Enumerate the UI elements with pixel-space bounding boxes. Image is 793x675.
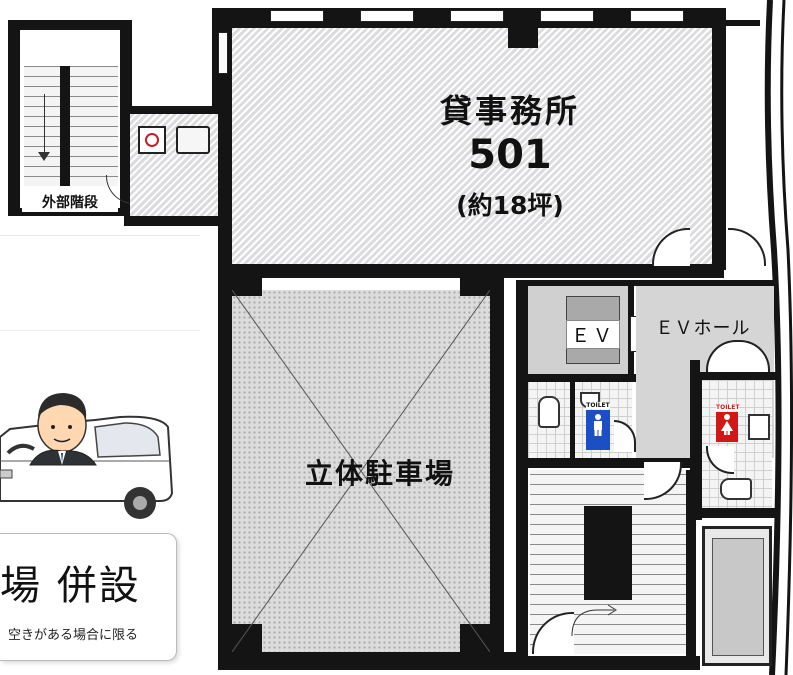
sink <box>176 126 210 154</box>
wall <box>696 380 702 520</box>
wall <box>218 652 518 670</box>
wall <box>490 270 504 670</box>
ev-hall-label: ＥＶホール <box>655 318 751 339</box>
banner-panel <box>0 533 177 661</box>
wall <box>124 106 224 114</box>
wall <box>124 216 234 226</box>
wall <box>516 280 528 670</box>
toilet-sign-text: TOILET <box>586 402 610 409</box>
stairs-label: 外部階段 <box>22 192 118 212</box>
window <box>450 10 504 22</box>
wall <box>712 8 726 270</box>
window <box>540 10 594 22</box>
column <box>460 624 496 660</box>
column <box>226 274 262 296</box>
wall <box>520 280 778 286</box>
wall <box>218 264 724 278</box>
door-swing <box>614 420 636 452</box>
column <box>508 18 538 48</box>
woman-icon <box>721 414 733 435</box>
stair-arrow-head <box>38 152 50 161</box>
parking-banner: 場 併設 空きがある場合に限る <box>0 235 215 665</box>
stair-treads <box>24 66 118 186</box>
toilet-sign-text: TOILET <box>716 404 740 411</box>
parking-cross <box>232 290 490 652</box>
stair-arrow <box>44 94 45 156</box>
window <box>630 10 684 22</box>
window <box>218 32 228 74</box>
wall <box>528 374 636 382</box>
mens-toilet-sign: TOILET <box>586 402 610 450</box>
wall <box>700 372 776 380</box>
parking-label: 立体駐車場 <box>304 457 455 490</box>
wall <box>696 508 776 518</box>
wall <box>8 208 132 216</box>
man-icon <box>594 414 602 436</box>
womens-toilet-sign: TOILET <box>716 404 739 442</box>
elevator-label: ＥＶ <box>566 320 620 349</box>
wall <box>120 20 132 215</box>
sink-icon <box>748 414 770 440</box>
banner-note: 空きがある場合に限る <box>8 628 139 643</box>
stove <box>138 126 166 154</box>
wall <box>218 106 232 272</box>
wall <box>218 270 232 670</box>
wall <box>690 360 700 470</box>
wall <box>686 470 696 670</box>
storage-inner <box>712 538 764 656</box>
wall <box>570 380 575 460</box>
window <box>270 10 324 22</box>
wall <box>8 20 20 215</box>
stair-arrow <box>571 604 617 637</box>
wall <box>520 656 700 670</box>
office-title: 貸事務所 <box>439 92 580 130</box>
stair-core <box>60 66 70 186</box>
stair-core <box>584 506 632 600</box>
banner-title: 場 併設 <box>0 563 141 609</box>
external-stairs-room: 外部階段 <box>8 20 135 216</box>
burner-icon <box>145 133 159 147</box>
column <box>460 274 496 296</box>
wall <box>724 20 760 26</box>
guide-line <box>0 235 200 236</box>
office-501-floor <box>230 26 722 266</box>
car-driver-illustration <box>0 393 174 519</box>
toilet-bowl-icon <box>538 396 560 428</box>
wall <box>8 20 132 30</box>
window <box>360 10 414 22</box>
wall <box>528 458 696 468</box>
office-area: (約18坪) <box>456 191 564 220</box>
womens-toilet <box>700 380 772 510</box>
guide-line <box>0 330 200 331</box>
office-number: 501 <box>468 132 552 178</box>
building-edge <box>764 0 793 675</box>
toilet-bowl-icon <box>720 478 752 500</box>
column <box>226 624 262 660</box>
